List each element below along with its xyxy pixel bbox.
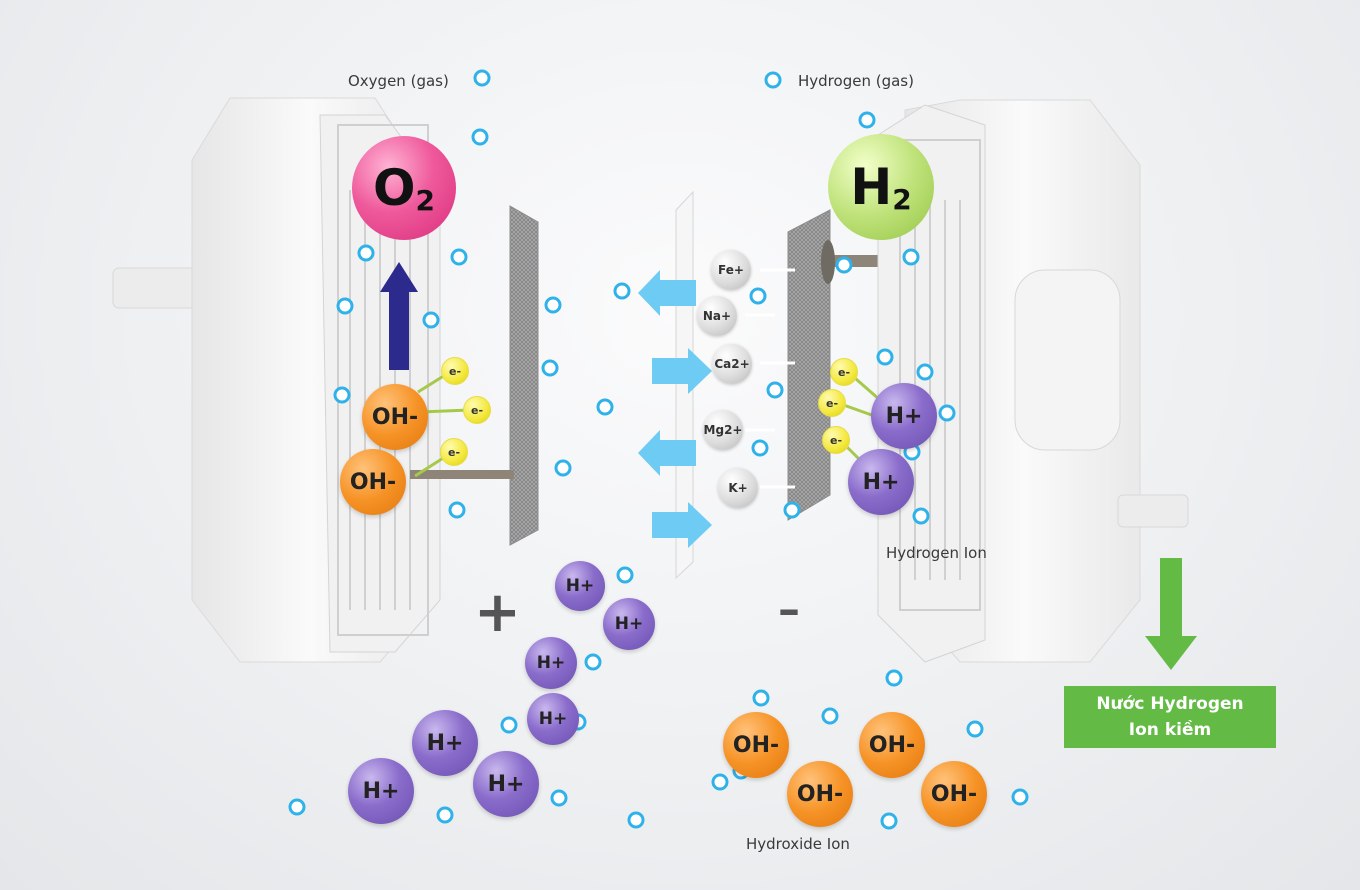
mineral-connectors: [745, 268, 795, 489]
h2-symbol: H: [850, 158, 893, 216]
right-electrolysis-housing: [877, 99, 1189, 663]
negative-sign: –: [778, 584, 800, 635]
anode-electron-3: e-: [440, 438, 468, 466]
left-electrolysis-housing: [112, 97, 441, 663]
free-hydroxide-ion: OH-: [921, 761, 987, 827]
o2-subscript: 2: [415, 183, 435, 217]
water-droplet: [288, 798, 306, 816]
free-hydrogen-ion: H+: [525, 637, 577, 689]
water-droplet: [613, 282, 631, 300]
flow-arrow-left-2: [638, 430, 696, 476]
water-droplet: [544, 296, 562, 314]
free-hydrogen-ion: H+: [527, 693, 579, 745]
oxygen-up-arrow: [380, 262, 418, 370]
mineral-ion-na: Na+: [697, 296, 737, 336]
water-droplet: [336, 297, 354, 315]
free-hydrogen-ion: H+: [603, 598, 655, 650]
water-droplet: [554, 459, 572, 477]
anode-electron-1: e-: [441, 357, 469, 385]
water-droplet: [541, 359, 559, 377]
water-droplet: [764, 71, 782, 89]
water-droplet: [835, 256, 853, 274]
water-droplet: [880, 812, 898, 830]
water-droplet: [885, 669, 903, 687]
water-droplet: [1011, 788, 1029, 806]
o2-symbol: O: [373, 159, 416, 217]
water-droplet: [357, 244, 375, 262]
anode-hydroxide-2: OH-: [340, 449, 406, 515]
cathode-hydrogen-ion-1: H+: [871, 383, 937, 449]
mineral-ion-fe: Fe+: [711, 250, 751, 290]
water-droplet: [749, 287, 767, 305]
water-droplet: [333, 386, 351, 404]
cathode-mesh: [787, 209, 831, 521]
free-hydroxide-ion: OH-: [723, 712, 789, 778]
water-droplet: [473, 69, 491, 87]
water-droplet: [711, 773, 729, 791]
flow-arrow-right-1: [652, 348, 712, 394]
water-droplet: [436, 806, 454, 824]
flow-arrow-right-2: [652, 502, 712, 548]
hydrogen-gas-label: Hydrogen (gas): [798, 72, 914, 90]
hydroxide-ion-label: Hydroxide Ion: [746, 835, 850, 853]
water-droplet: [912, 507, 930, 525]
mineral-ion-mg: Mg2+: [703, 410, 743, 450]
flow-arrow-left-1: [638, 270, 696, 316]
hydrogen-ion-label: Hydrogen Ion: [886, 544, 987, 562]
water-droplet: [450, 248, 468, 266]
water-droplet: [858, 111, 876, 129]
water-droplet: [596, 398, 614, 416]
water-droplet: [821, 707, 839, 725]
water-droplet: [766, 381, 784, 399]
water-droplet: [938, 404, 956, 422]
result-line-2: Ion kiềm: [1128, 720, 1212, 740]
water-droplet: [448, 501, 466, 519]
h2-subscript: 2: [892, 182, 912, 216]
water-droplet: [902, 248, 920, 266]
result-line-1: Nước Hydrogen: [1096, 694, 1244, 714]
cathode-hydrogen-ion-2: H+: [848, 449, 914, 515]
free-hydrogen-ion: H+: [555, 561, 605, 611]
free-hydroxide-ion: OH-: [859, 712, 925, 778]
mineral-ion-ca: Ca2+: [712, 344, 752, 384]
water-droplet: [627, 811, 645, 829]
water-droplet: [550, 789, 568, 807]
mineral-ion-k: K+: [718, 468, 758, 508]
water-droplet: [422, 311, 440, 329]
cathode-electron-3: e-: [822, 426, 850, 454]
output-down-arrow: [1145, 558, 1197, 670]
anode-rod: [410, 470, 514, 479]
water-droplet: [500, 716, 518, 734]
water-droplet: [584, 653, 602, 671]
positive-sign: +: [474, 580, 521, 645]
oxygen-gas-label: Oxygen (gas): [348, 72, 449, 90]
water-droplet: [783, 501, 801, 519]
free-hydrogen-ion: H+: [473, 751, 539, 817]
water-droplet: [876, 348, 894, 366]
free-hydrogen-ion: H+: [348, 758, 414, 824]
flow-arrows: [638, 270, 712, 548]
cathode-electron-1: e-: [830, 358, 858, 386]
cathode-electron-2: e-: [818, 389, 846, 417]
alkaline-water-result: Nước Hydrogen Ion kiềm: [1064, 686, 1276, 748]
anode-hydroxide-1: OH-: [362, 384, 428, 450]
free-hydroxide-ion: OH-: [787, 761, 853, 827]
water-droplet: [751, 439, 769, 457]
water-droplet: [916, 363, 934, 381]
water-droplet: [966, 720, 984, 738]
water-droplet: [471, 128, 489, 146]
anode-electron-2: e-: [463, 396, 491, 424]
water-droplet: [752, 689, 770, 707]
water-droplets: [288, 69, 1029, 830]
anode-mesh: [509, 205, 539, 546]
free-hydrogen-ion: H+: [412, 710, 478, 776]
water-droplet: [616, 566, 634, 584]
